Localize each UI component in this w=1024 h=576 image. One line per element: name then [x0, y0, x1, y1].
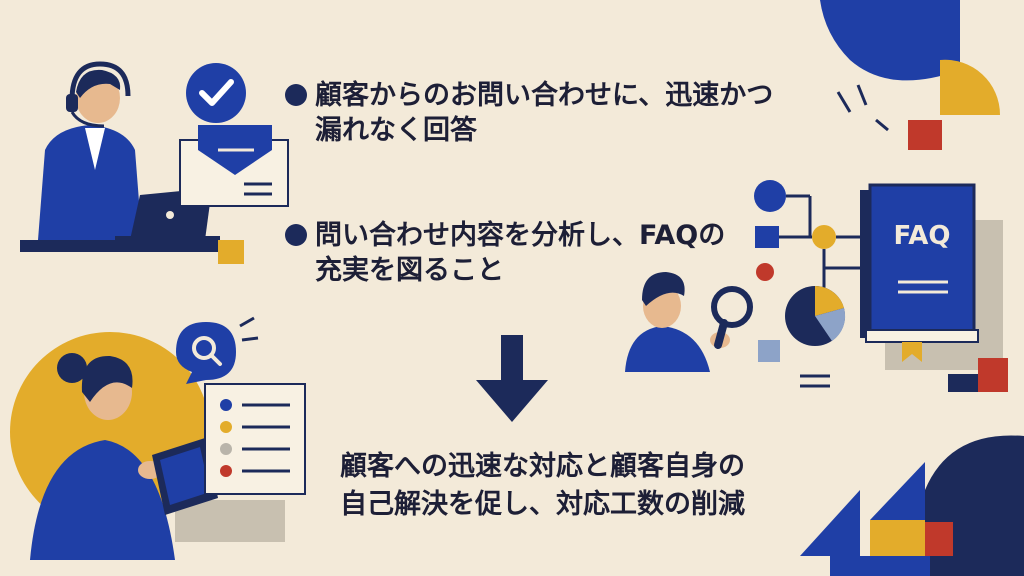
- analyst-figure: [625, 272, 730, 372]
- data-nodes: [754, 180, 870, 388]
- headset-icon: [69, 61, 131, 101]
- envelope-icon: [179, 125, 289, 207]
- point-1: 顧客からのお問い合わせに、迅速かつ 漏れなく回答: [285, 78, 825, 148]
- bottom-right-shapes: [800, 435, 1024, 576]
- pie-chart-icon: [785, 285, 846, 346]
- bullet-icon: [285, 84, 307, 106]
- result-line-2: 自己解決を促し、対応工数の削減: [340, 488, 745, 520]
- point-2-line-1: 問い合わせ内容を分析し、FAQの: [315, 220, 726, 251]
- result-text: 顧客への迅速な対応と顧客自身の 自己解決を促し、対応工数の削減: [340, 448, 800, 524]
- top-right-shapes: [820, 0, 1001, 150]
- book-icon: [860, 183, 1003, 370]
- point-1-line-1: 顧客からのお問い合わせに、迅速かつ: [315, 80, 774, 111]
- search-bubble-icon: [176, 316, 259, 384]
- check-icon: [186, 63, 246, 123]
- list-card: [204, 383, 306, 495]
- down-arrow-icon: [476, 335, 548, 422]
- point-2: 問い合わせ内容を分析し、FAQの 充実を図ること: [285, 218, 745, 288]
- operator-figure: [20, 61, 220, 252]
- book-label: FAQ: [893, 221, 950, 251]
- point-1-line-2: 漏れなく回答: [315, 115, 477, 147]
- tablet-icon: [152, 438, 218, 515]
- bullet-icon: [285, 224, 307, 246]
- point-2-line-2: 充実を図ること: [315, 255, 504, 287]
- result-line-1: 顧客への迅速な対応と顧客自身の: [340, 451, 745, 482]
- magnifier-icon: [711, 286, 753, 349]
